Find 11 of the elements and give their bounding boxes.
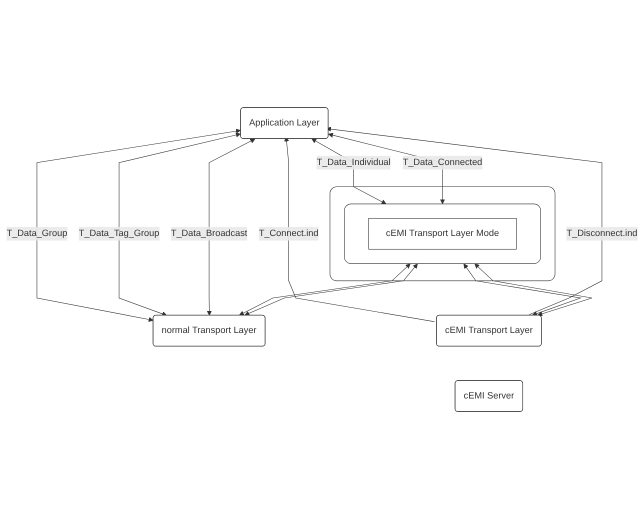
arrow: [118, 132, 241, 316]
layer-box: cEMI Server: [454, 380, 524, 412]
layer-box: Application Layer: [240, 107, 328, 139]
layer-box: cEMI Transport Layer Mode: [368, 218, 517, 250]
arrow: [474, 263, 592, 316]
layer-box: normal Transport Layer: [152, 314, 266, 346]
arrow: [206, 138, 256, 316]
arrow: [284, 136, 435, 322]
arrow: [464, 263, 582, 316]
arrow: [36, 128, 241, 322]
layer-box: cEMI Transport Layer: [436, 314, 542, 346]
